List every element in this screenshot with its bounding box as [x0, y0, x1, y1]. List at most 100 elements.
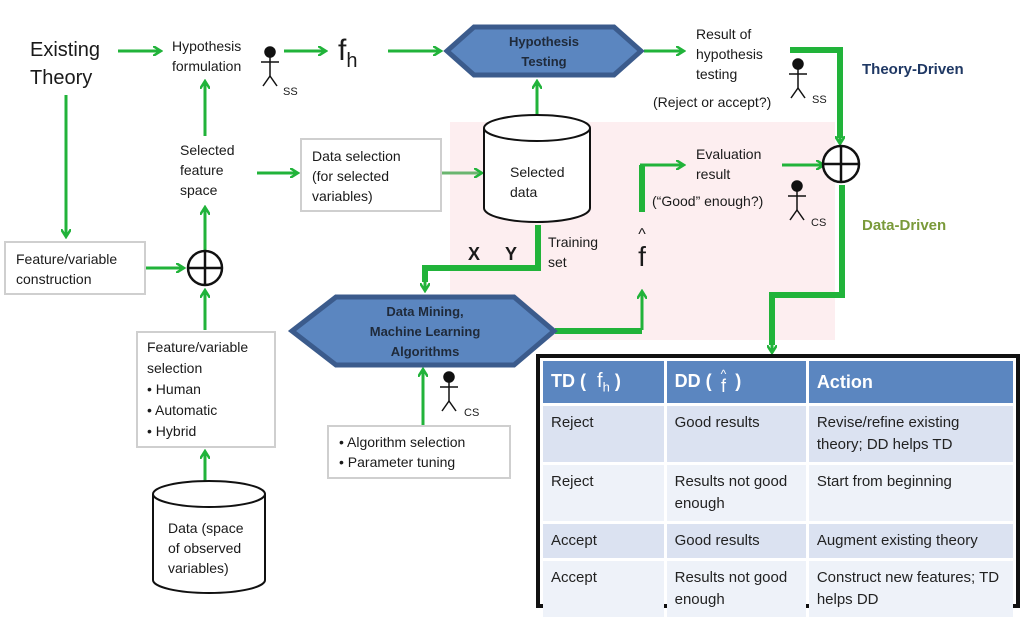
- bullet-text: Human: [155, 381, 201, 397]
- bullet-item: • Algorithm selection: [339, 434, 466, 450]
- text-line: variables): [168, 560, 229, 576]
- table-cell-td: Reject: [543, 465, 664, 521]
- bullet-item: • Hybrid: [147, 423, 197, 439]
- actor-figure-cs-evaluation: [788, 180, 806, 221]
- theory-driven-label: Theory-Driven: [862, 61, 964, 78]
- bullet-text: Parameter tuning: [347, 454, 456, 470]
- text-line: Hypothesis: [172, 38, 242, 54]
- hypothesis-formulation-label: Hypothesis formulation: [172, 36, 241, 76]
- f-hat-f: f: [638, 241, 646, 272]
- actor-limb: [790, 87, 799, 99]
- actor-head-icon: [443, 371, 455, 383]
- training-set-label: Training set: [548, 232, 598, 272]
- selected-data-label: Selected data: [510, 162, 564, 202]
- path-selecteddata-to-algorithms: [422, 225, 541, 282]
- text-line: Feature/variable: [147, 339, 249, 355]
- header-td-subscript: h: [602, 379, 610, 395]
- text-line: of observed: [168, 540, 242, 556]
- actor-head-icon: [792, 58, 804, 70]
- data-selection-box[interactable]: Data selection (for selected variables): [300, 138, 442, 212]
- path-result-to-sum: [790, 47, 843, 138]
- text-line: data: [510, 184, 538, 200]
- bullet-text: Automatic: [155, 402, 218, 418]
- text-line: Data selection: [312, 148, 401, 164]
- f-hat-symbol: ^ f: [634, 227, 650, 272]
- selected-data-cylinder: [483, 114, 591, 223]
- text-line: set: [548, 254, 567, 270]
- hypothesis-testing-label[interactable]: Hypothesis Testing: [474, 32, 614, 72]
- header-dd-symbol: f: [720, 376, 726, 396]
- table-cell-dd: Results not good enough: [666, 561, 806, 617]
- data-mining-label[interactable]: Data Mining, Machine Learning Algorithms: [340, 302, 510, 362]
- algorithm-box[interactable]: • Algorithm selection • Parameter tuning: [327, 425, 511, 479]
- hypothesis-testing-hexagon[interactable]: [443, 24, 645, 78]
- actor-limb: [796, 209, 805, 221]
- actor-limb: [797, 87, 806, 99]
- text-line: Evaluation: [696, 146, 762, 162]
- feature-construction-box[interactable]: Feature/variable construction: [4, 241, 146, 295]
- actor-figure-ss-formulation: [261, 46, 279, 87]
- header-td: TD ( fh ): [543, 361, 664, 403]
- header-td-close: ): [614, 370, 621, 391]
- text-line: Selected: [180, 142, 235, 158]
- bullet-item: • Parameter tuning: [339, 454, 456, 470]
- actor-tag-ss-result: SS: [812, 94, 827, 106]
- table-cell-action: Construct new features; TD helps DD: [808, 561, 1013, 617]
- text-line: Training: [548, 234, 599, 250]
- header-action: Action: [808, 361, 1013, 403]
- table-cell-td: Reject: [543, 406, 664, 462]
- table-header-row: TD ( fh ) DD ( ^ f ) Action: [543, 361, 1013, 403]
- text-line: Result of: [696, 26, 752, 42]
- actor-tag-cs-algorithms: CS: [464, 407, 480, 419]
- feature-selection-box[interactable]: Feature/variable selection • Human • Aut…: [136, 331, 276, 448]
- table-cell-dd: Good results: [666, 406, 806, 462]
- header-td-text: TD (: [551, 370, 586, 391]
- actor-limb: [441, 400, 450, 412]
- sum-circle-right: [821, 144, 861, 184]
- actor-limb: [448, 400, 457, 412]
- actor-figure-cs-algorithms: [440, 371, 458, 412]
- actor-head-icon: [264, 46, 276, 58]
- actor-limb: [269, 75, 278, 87]
- fh-subscript: h: [346, 50, 358, 72]
- evaluation-result-label: Evaluation result: [696, 144, 761, 184]
- bullet-item: • Automatic: [147, 402, 218, 418]
- actor-limb: [262, 75, 271, 87]
- header-td-symbol: f: [597, 369, 603, 392]
- bullet-item: • Human: [147, 381, 201, 397]
- text-line: result: [696, 166, 731, 182]
- fh-f: f: [338, 34, 347, 67]
- result-of-testing-label: Result of hypothesis testing: [696, 24, 763, 84]
- header-dd-close: ): [735, 370, 742, 391]
- text-line: Selected: [510, 164, 565, 180]
- data-mining-hexagon[interactable]: [287, 294, 558, 368]
- text-line: Testing: [521, 54, 567, 69]
- bullet-text: Algorithm selection: [347, 434, 466, 450]
- actor-figure-ss-result: [789, 58, 807, 99]
- sum-circle-left: [186, 249, 224, 287]
- raw-data-label: Data (space of observed variables): [168, 518, 243, 578]
- header-dd: DD ( ^ f ): [666, 361, 806, 403]
- fh-symbol: fh: [338, 36, 357, 76]
- data-driven-label: Data-Driven: [862, 217, 947, 234]
- text-line: Data (space: [168, 520, 244, 536]
- reject-or-accept-label: (Reject or accept?): [653, 94, 772, 110]
- existing-theory-line: Existing: [30, 39, 101, 61]
- text-line: selection: [147, 360, 203, 376]
- raw-data-cylinder: [152, 480, 266, 594]
- x-label: X: [468, 244, 481, 264]
- existing-theory-label: Existing Theory: [30, 36, 100, 92]
- header-dd-text: DD (: [674, 370, 712, 391]
- path-sum-to-table: [769, 185, 845, 345]
- text-line: Machine Learning: [369, 324, 481, 339]
- text-line: feature: [180, 162, 224, 178]
- text-line: Hypothesis: [508, 34, 580, 49]
- table-cell-action: Augment existing theory: [808, 524, 1013, 558]
